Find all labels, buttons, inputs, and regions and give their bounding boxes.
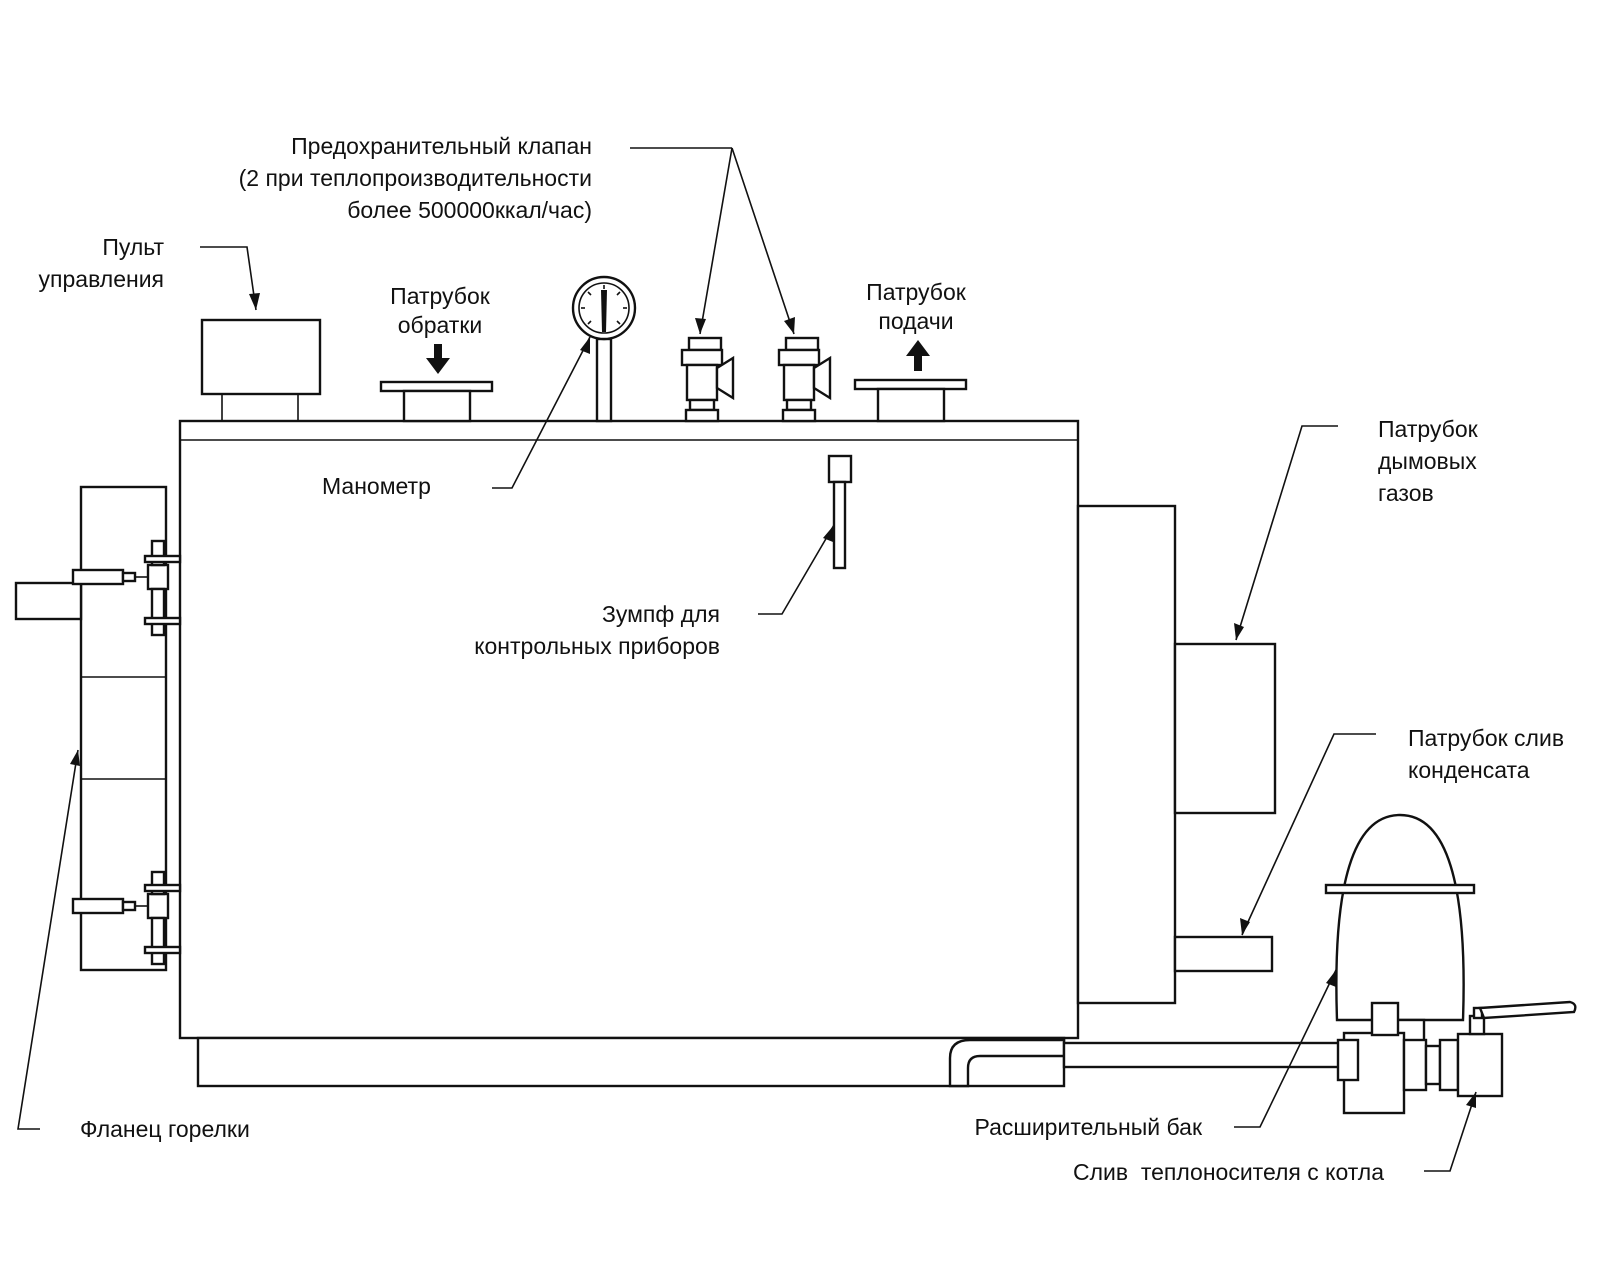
control-panel-label: Пульт управления [39,231,164,295]
burner-bolt-lower [71,870,182,966]
safety-valve-label-line1: Предохранительный клапан [291,133,592,159]
coolant-drain-label: Слив теплоносителя с котла [1072,1159,1384,1185]
supply-nozzle-label-line2: подачи [878,308,954,334]
safety-valve-label-line2: (2 при теплопроизводительности [238,165,592,191]
manometer-label: Манометр [322,473,431,499]
control-panel-label-line2: управления [38,266,164,292]
return-nozzle-label-line1: Патрубок [390,283,490,309]
flue-gas-nozzle-label-line3: газов [1378,480,1434,506]
expansion-tank [1324,813,1476,1052]
flue-gas-nozzle-label: Патрубок дымовых газов [1378,413,1478,509]
arrow-down-icon [426,344,450,374]
safety-valve-label-line3: более 500000ккал/час) [347,197,592,223]
condensate-nozzle-label: Патрубок слив конденсата [1408,722,1564,786]
burner-bolt-upper [71,539,182,637]
supply-nozzle [853,378,968,423]
tee-fitting [1336,1001,1442,1115]
supply-nozzle-label: Патрубок подачи [836,278,996,336]
safety-valve-2 [777,336,832,423]
supply-nozzle-label-line1: Патрубок [866,279,966,305]
boiler-base [196,1036,1066,1088]
condensate-nozzle [1173,935,1274,973]
control-panel [200,318,322,421]
boiler-body [178,419,1080,1040]
leader-arrowheads [70,293,1476,1108]
condensate-nozzle-label-line2: конденсата [1408,757,1530,783]
return-nozzle [379,380,494,423]
leader-lines [17,147,1477,1172]
return-nozzle-label-line2: обратки [397,312,483,338]
smoke-box [1076,504,1177,1005]
control-panel-label-line1: Пульт [102,234,164,260]
sump-label: Зумпф для контрольных приборов [474,598,720,662]
flue-gas-nozzle-label-line2: дымовых [1378,448,1477,474]
flue-gas-nozzle-label-line1: Патрубок [1378,416,1478,442]
condensate-nozzle-label-line1: Патрубок слив [1408,725,1565,751]
burner-flange [14,485,168,972]
drain-pipe [1062,1041,1346,1069]
sump-label-line1: Зумпф для [601,601,720,627]
safety-valve-label: Предохранительный клапан (2 при теплопро… [239,130,592,226]
manometer-icon [581,285,627,332]
expansion-tank-label: Расширительный бак [974,1114,1202,1140]
burner-flange-label: Фланец горелки [80,1116,250,1142]
ball-valve-icon [1438,1000,1577,1098]
safety-valve-1 [680,336,735,423]
flue-gas-nozzle [1173,642,1277,815]
arrow-up-icon [906,340,930,371]
return-nozzle-label: Патрубок обратки [360,282,520,340]
sump-label-line2: контрольных приборов [474,633,720,659]
